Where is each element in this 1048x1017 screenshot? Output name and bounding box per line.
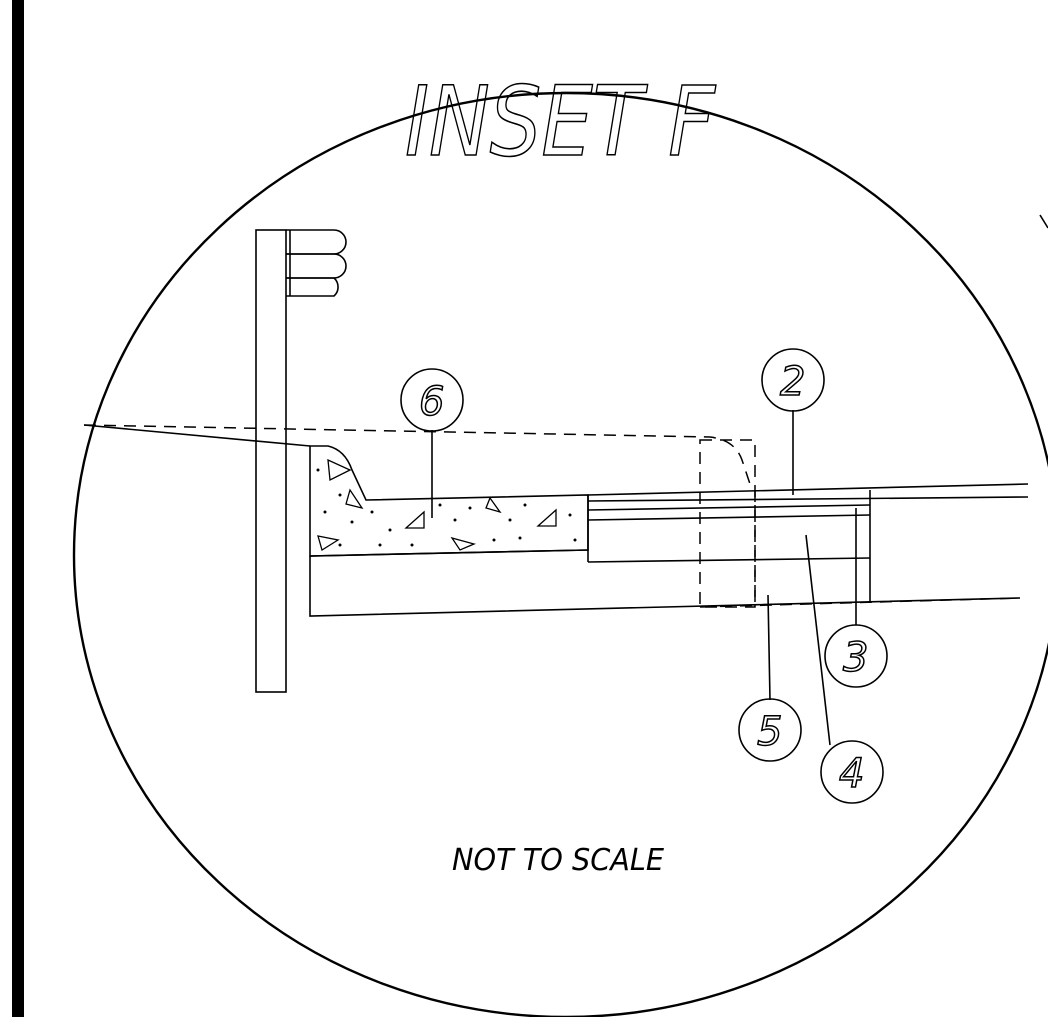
post — [255, 229, 287, 693]
ground-line — [83, 424, 311, 447]
svg-text:3: 3 — [843, 635, 868, 681]
edge-mark — [1039, 214, 1048, 229]
concrete-hatch — [316, 458, 577, 552]
leader-lines — [431, 410, 857, 746]
svg-text:2: 2 — [780, 359, 805, 405]
svg-text:6: 6 — [419, 379, 444, 425]
dashed-box — [699, 439, 756, 608]
curb-base — [309, 556, 1021, 617]
callout-4: 4 — [820, 740, 884, 804]
curb-concrete — [309, 445, 589, 557]
callout-3: 3 — [824, 624, 888, 688]
rail-blocks — [286, 229, 347, 297]
callout-2: 2 — [761, 348, 825, 412]
svg-text:5: 5 — [757, 709, 782, 755]
sheet-border-bar — [12, 0, 24, 1017]
callout-5: 5 — [738, 698, 802, 762]
svg-text:4: 4 — [839, 751, 864, 797]
callout-6: 6 — [400, 368, 464, 432]
scale-note: NOT TO SCALE — [452, 843, 664, 878]
inset-circle — [72, 91, 1048, 1017]
proposed-profile-dashed — [83, 424, 753, 491]
curb-base-top — [309, 549, 589, 557]
pavement-layers — [587, 483, 1029, 603]
inset-title: INSET F — [405, 66, 717, 178]
